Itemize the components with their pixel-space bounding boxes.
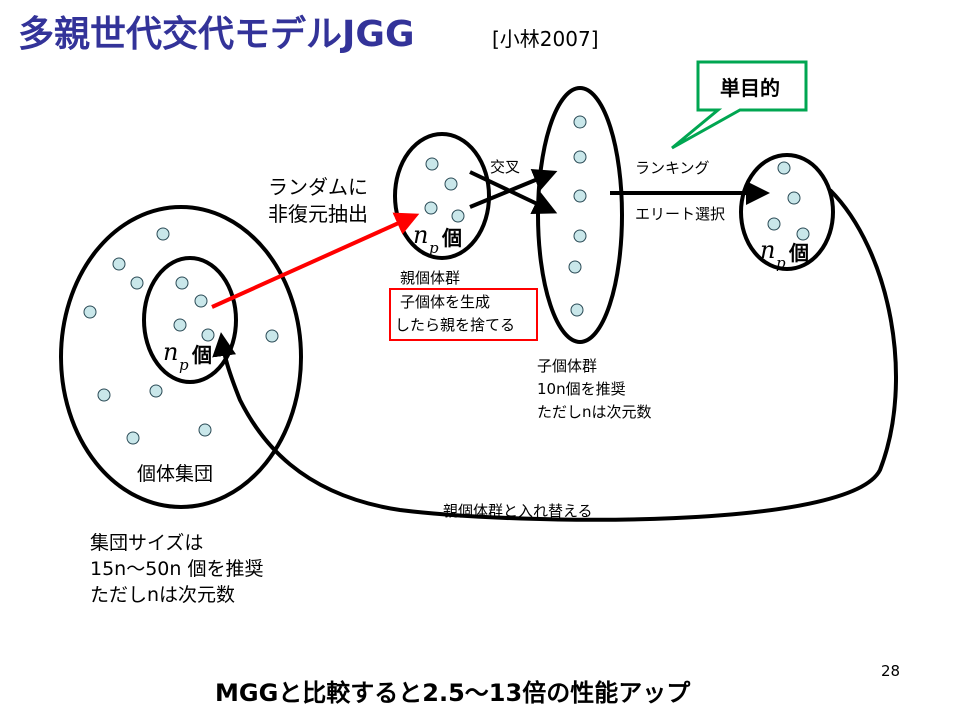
- individual-dot: [568, 260, 582, 274]
- random-label-line2: 非復元抽出: [268, 202, 368, 226]
- crossover-label: 交叉: [490, 158, 520, 176]
- individual-dot: [424, 201, 438, 215]
- individual-dot: [149, 384, 163, 398]
- individual-dot: [573, 229, 587, 243]
- np-subscript: p: [429, 239, 439, 257]
- slide-title: 多親世代交代モデルJGG: [18, 13, 415, 55]
- np-label-population: n p 個: [163, 338, 212, 374]
- child-group-line2: 10n個を推奨: [537, 380, 626, 398]
- np-label-elite: n p 個: [760, 236, 809, 272]
- page-number: 28: [881, 662, 900, 680]
- np-label-parents: n p 個: [413, 221, 462, 257]
- child-group-line1: 子個体群: [537, 357, 597, 375]
- individual-dot: [444, 177, 458, 191]
- population-dots: [83, 227, 279, 445]
- replace-arrow: [212, 188, 898, 522]
- individual-dot: [425, 157, 439, 171]
- individual-dot: [173, 318, 187, 332]
- ranking-label: ランキング: [635, 159, 710, 177]
- child-group-ellipse: [536, 86, 624, 344]
- np-unit: 個: [788, 241, 809, 265]
- individual-dot: [777, 161, 791, 175]
- population-ellipse: [59, 205, 303, 509]
- random-label-line1: ランダムに: [268, 175, 368, 199]
- individual-dot: [175, 276, 189, 290]
- np-unit: 個: [191, 343, 212, 367]
- parent-group-ellipse: [393, 132, 491, 260]
- np-symbol: n: [163, 338, 178, 366]
- individual-dot: [787, 191, 801, 205]
- elite-selection-label: エリート選択: [635, 205, 725, 223]
- np-symbol: n: [760, 236, 775, 264]
- individual-dot: [265, 329, 279, 343]
- conclusion: MGGと比較すると2.5～13倍の性能アップ: [215, 679, 691, 707]
- individual-dot: [573, 189, 587, 203]
- individual-dot: [570, 303, 584, 317]
- elite-dots: [767, 161, 810, 241]
- individual-dot: [156, 227, 170, 241]
- individual-dot: [97, 388, 111, 402]
- individual-dot: [198, 423, 212, 437]
- population-label: 個体集団: [137, 463, 213, 485]
- citation: [小林2007]: [492, 27, 599, 51]
- population-size-line2: 15n～50n 個を推奨: [90, 558, 263, 580]
- red-note-line1: 子個体を生成: [400, 293, 490, 311]
- individual-dot: [126, 431, 140, 445]
- callout-single-objective: 単目的: [671, 60, 808, 150]
- individual-dot: [573, 115, 587, 129]
- child-dots: [568, 115, 587, 317]
- individual-dot: [796, 227, 810, 241]
- replace-label: 親個体群と入れ替える: [443, 502, 593, 520]
- red-note-box: [389, 288, 538, 341]
- child-group-line3: ただしnは次元数: [537, 403, 652, 421]
- individual-dot: [83, 305, 97, 319]
- np-subscript: p: [776, 254, 786, 272]
- individual-dot: [194, 294, 208, 308]
- individual-dot: [451, 209, 465, 223]
- elite-group-ellipse: [739, 153, 835, 271]
- red-note-line2: したら親を捨てる: [395, 316, 515, 334]
- individual-dot: [767, 217, 781, 231]
- np-symbol: n: [413, 221, 428, 249]
- selected-parents-ellipse: [142, 256, 238, 384]
- np-subscript: p: [179, 356, 189, 374]
- population-size-line3: ただしnは次元数: [90, 584, 235, 606]
- individual-dot: [130, 276, 144, 290]
- population-size-line1: 集団サイズは: [90, 532, 203, 554]
- individual-dot: [201, 328, 215, 342]
- crossover-arrow: [469, 169, 558, 209]
- np-unit: 個: [441, 226, 462, 250]
- individual-dot: [112, 257, 126, 271]
- sampling-arrow: [211, 212, 420, 309]
- parent-group-label: 親個体群: [400, 269, 460, 287]
- callout-text: 単目的: [720, 76, 780, 100]
- parent-dots: [424, 157, 465, 223]
- individual-dot: [573, 150, 587, 164]
